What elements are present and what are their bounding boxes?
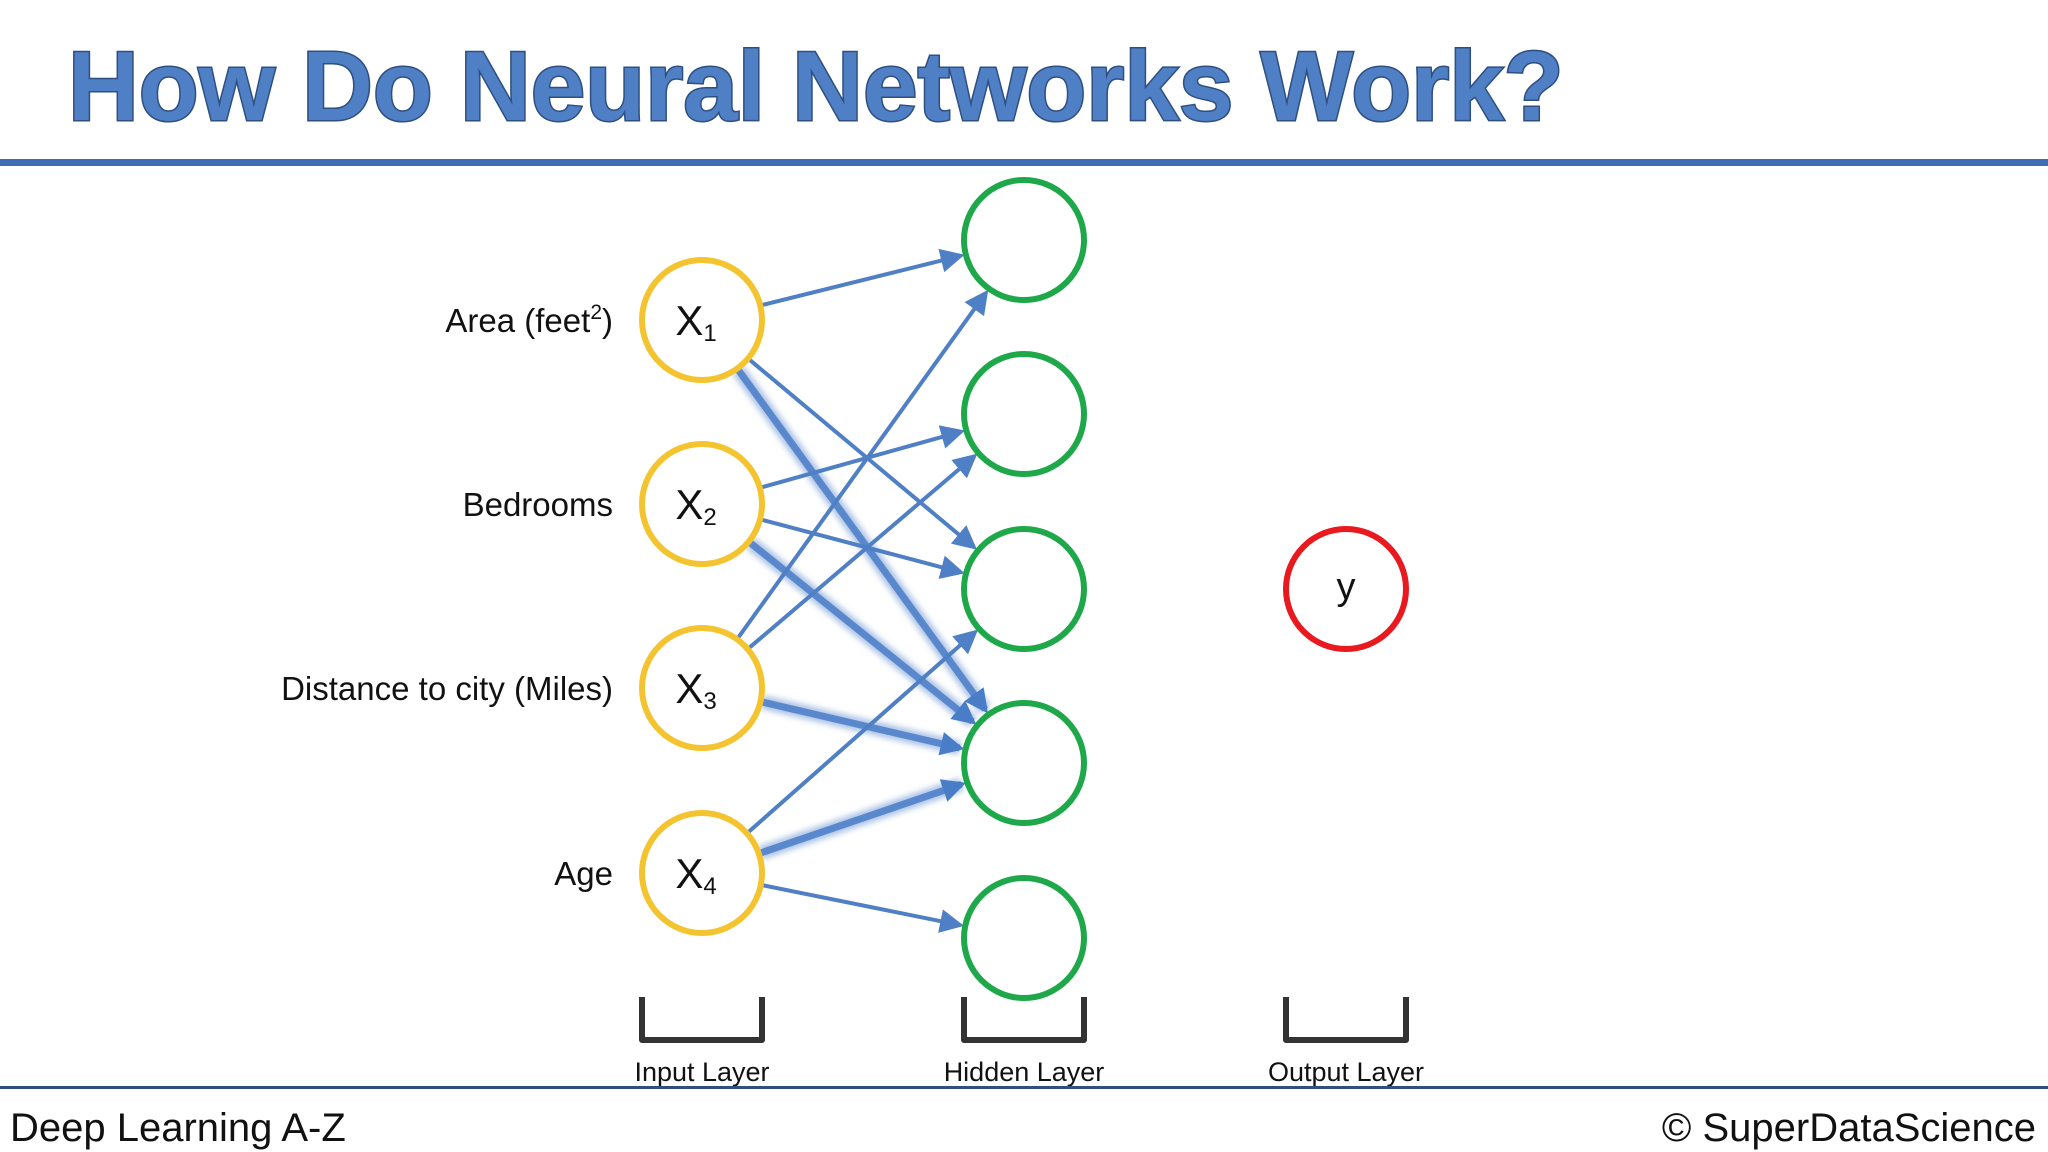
node-symbol: X bbox=[675, 850, 703, 897]
input-node-symbol: X4 bbox=[675, 850, 716, 900]
output-node bbox=[1283, 526, 1409, 652]
node-symbol: X bbox=[675, 481, 703, 528]
edge-x3-to-h1 bbox=[736, 289, 989, 639]
node-symbol: X bbox=[675, 665, 703, 712]
input-node-symbol: X3 bbox=[675, 665, 716, 715]
edge-x1-to-h1 bbox=[761, 248, 965, 307]
input-label-1: Area (feet2) bbox=[445, 301, 613, 339]
edge-x1-to-h3 bbox=[748, 358, 978, 550]
edge-x3-to-h4 bbox=[761, 698, 965, 756]
page-title: How Do Neural Networks Work? bbox=[68, 31, 1564, 141]
node-subscript: 2 bbox=[703, 504, 716, 531]
edge-x1-to-h4 bbox=[735, 368, 989, 714]
input-node-symbol: X1 bbox=[675, 297, 716, 347]
edge-x3-to-h2 bbox=[747, 453, 978, 650]
footer-divider bbox=[0, 1086, 2048, 1089]
input-node-x1 bbox=[639, 257, 765, 383]
node-subscript: 3 bbox=[703, 688, 716, 715]
output-layer-bracket bbox=[1283, 997, 1409, 1043]
hidden-node-1 bbox=[961, 177, 1087, 303]
hidden-node-4 bbox=[961, 700, 1087, 826]
input-label-2: Bedrooms bbox=[463, 486, 613, 523]
output-node-symbol: y bbox=[1337, 566, 1356, 608]
input-layer-label: Input Layer bbox=[634, 1057, 769, 1087]
input-node-symbol: X2 bbox=[675, 481, 716, 531]
connections-layer bbox=[732, 248, 991, 933]
edge-x2-to-h3 bbox=[761, 517, 965, 579]
layer-brackets: Input Layer Hidden Layer Output Layer bbox=[634, 997, 1424, 1087]
output-layer-label: Output Layer bbox=[1268, 1057, 1424, 1087]
input-layer-bracket bbox=[639, 997, 765, 1043]
hidden-node-2 bbox=[961, 351, 1087, 477]
input-node-x2 bbox=[639, 441, 765, 567]
input-label-3: Distance to city (Miles) bbox=[281, 670, 613, 707]
footer-course-name: Deep Learning A-Z bbox=[10, 1106, 346, 1150]
node-subscript: 1 bbox=[703, 320, 716, 347]
edge-x4-to-h5 bbox=[762, 883, 965, 933]
node-subscript: 4 bbox=[703, 873, 716, 900]
edge-x2-to-h4 bbox=[748, 540, 977, 725]
input-label-4: Age bbox=[554, 855, 613, 892]
edge-x4-to-h3 bbox=[747, 629, 979, 834]
edge-x4-to-h4 bbox=[759, 779, 967, 857]
hidden-node-5 bbox=[961, 875, 1087, 1001]
footer-copyright: © SuperDataScience bbox=[1662, 1106, 2036, 1150]
hidden-node-3 bbox=[961, 526, 1087, 652]
node-symbol: X bbox=[675, 297, 703, 344]
input-node-x4 bbox=[639, 810, 765, 936]
title-divider bbox=[0, 159, 2048, 166]
edge-x2-to-h2 bbox=[761, 425, 966, 490]
hidden-layer-bracket bbox=[961, 997, 1087, 1043]
hidden-layer-label: Hidden Layer bbox=[944, 1057, 1105, 1087]
input-node-x3 bbox=[639, 625, 765, 751]
